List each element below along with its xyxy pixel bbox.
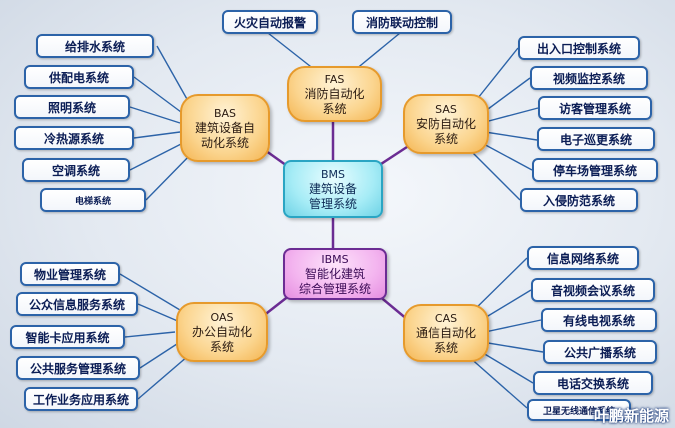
bas-node: BAS 建筑设备自 动化系统 (180, 94, 270, 162)
bas-item-water: 给排水系统 (36, 34, 154, 58)
cas-node: CAS 通信自动化 系统 (403, 304, 489, 362)
cas-line1: 通信自动化 (415, 325, 476, 340)
cas-item-network: 信息网络系统 (527, 246, 639, 270)
bas-item-elevator: 电梯系统 (40, 188, 146, 212)
bas-item-heating: 冷热源系统 (14, 126, 134, 150)
sas-code: SAS (435, 102, 457, 116)
ibms-line1: 智能化建筑 (304, 266, 365, 281)
oas-code: OAS (210, 310, 234, 324)
cas-line2: 系统 (433, 340, 458, 355)
cas-item-satellite: 卫星无线通信系统 (527, 399, 631, 421)
fas-item-linkage-control: 消防联动控制 (352, 10, 452, 34)
fas-item-fire-alarm: 火灾自动报警 (222, 10, 318, 34)
fas-node: FAS 消防自动化 系统 (287, 66, 382, 122)
oas-line2: 系统 (209, 339, 234, 354)
oas-line1: 办公自动化 (191, 324, 252, 339)
oas-item-property: 物业管理系统 (20, 262, 120, 286)
sas-item-patrol: 电子巡更系统 (537, 127, 655, 151)
cas-item-av-conference: 音视频会议系统 (531, 278, 655, 302)
bas-item-power: 供配电系统 (24, 65, 134, 89)
bms-line1: 建筑设备 (308, 181, 357, 196)
fas-code: FAS (324, 72, 345, 86)
bas-item-lighting: 照明系统 (14, 95, 130, 119)
cas-item-cable-tv: 有线电视系统 (541, 308, 657, 332)
fas-line2: 系统 (322, 101, 347, 116)
sas-line1: 安防自动化 (415, 116, 476, 131)
sas-node: SAS 安防自动化 系统 (403, 94, 489, 154)
bms-line2: 管理系统 (308, 196, 357, 211)
watermark: 叶鹏新能源 (593, 407, 669, 425)
oas-item-smart-card: 智能卡应用系统 (10, 325, 125, 349)
bas-code: BAS (213, 106, 237, 120)
bas-item-hvac: 空调系统 (22, 158, 130, 182)
cas-code: CAS (434, 311, 458, 325)
bms-node: BMS 建筑设备 管理系统 (283, 160, 383, 218)
cas-item-broadcast: 公共广播系统 (543, 340, 657, 364)
fas-line1: 消防自动化 (304, 86, 365, 101)
bas-line1: 建筑设备自 (194, 120, 255, 135)
ibms-code: IBMS (321, 252, 349, 266)
oas-item-public-info: 公众信息服务系统 (16, 292, 138, 316)
bms-code: BMS (320, 167, 346, 181)
sas-item-parking: 停车场管理系统 (532, 158, 658, 182)
oas-node: OAS 办公自动化 系统 (176, 302, 268, 362)
bas-line2: 动化系统 (200, 135, 249, 150)
sas-item-access-control: 出入口控制系统 (518, 36, 640, 60)
oas-item-public-service: 公共服务管理系统 (16, 356, 140, 380)
sas-item-video-surveillance: 视频监控系统 (530, 66, 648, 90)
ibms-line2: 综合管理系统 (298, 281, 371, 296)
sas-line2: 系统 (433, 131, 458, 146)
sas-item-visitor: 访客管理系统 (538, 96, 652, 120)
oas-item-business-app: 工作业务应用系统 (24, 387, 138, 411)
ibms-node: IBMS 智能化建筑 综合管理系统 (283, 248, 387, 300)
cas-item-telephone: 电话交换系统 (533, 371, 653, 395)
sas-item-intrusion: 入侵防范系统 (520, 188, 638, 212)
